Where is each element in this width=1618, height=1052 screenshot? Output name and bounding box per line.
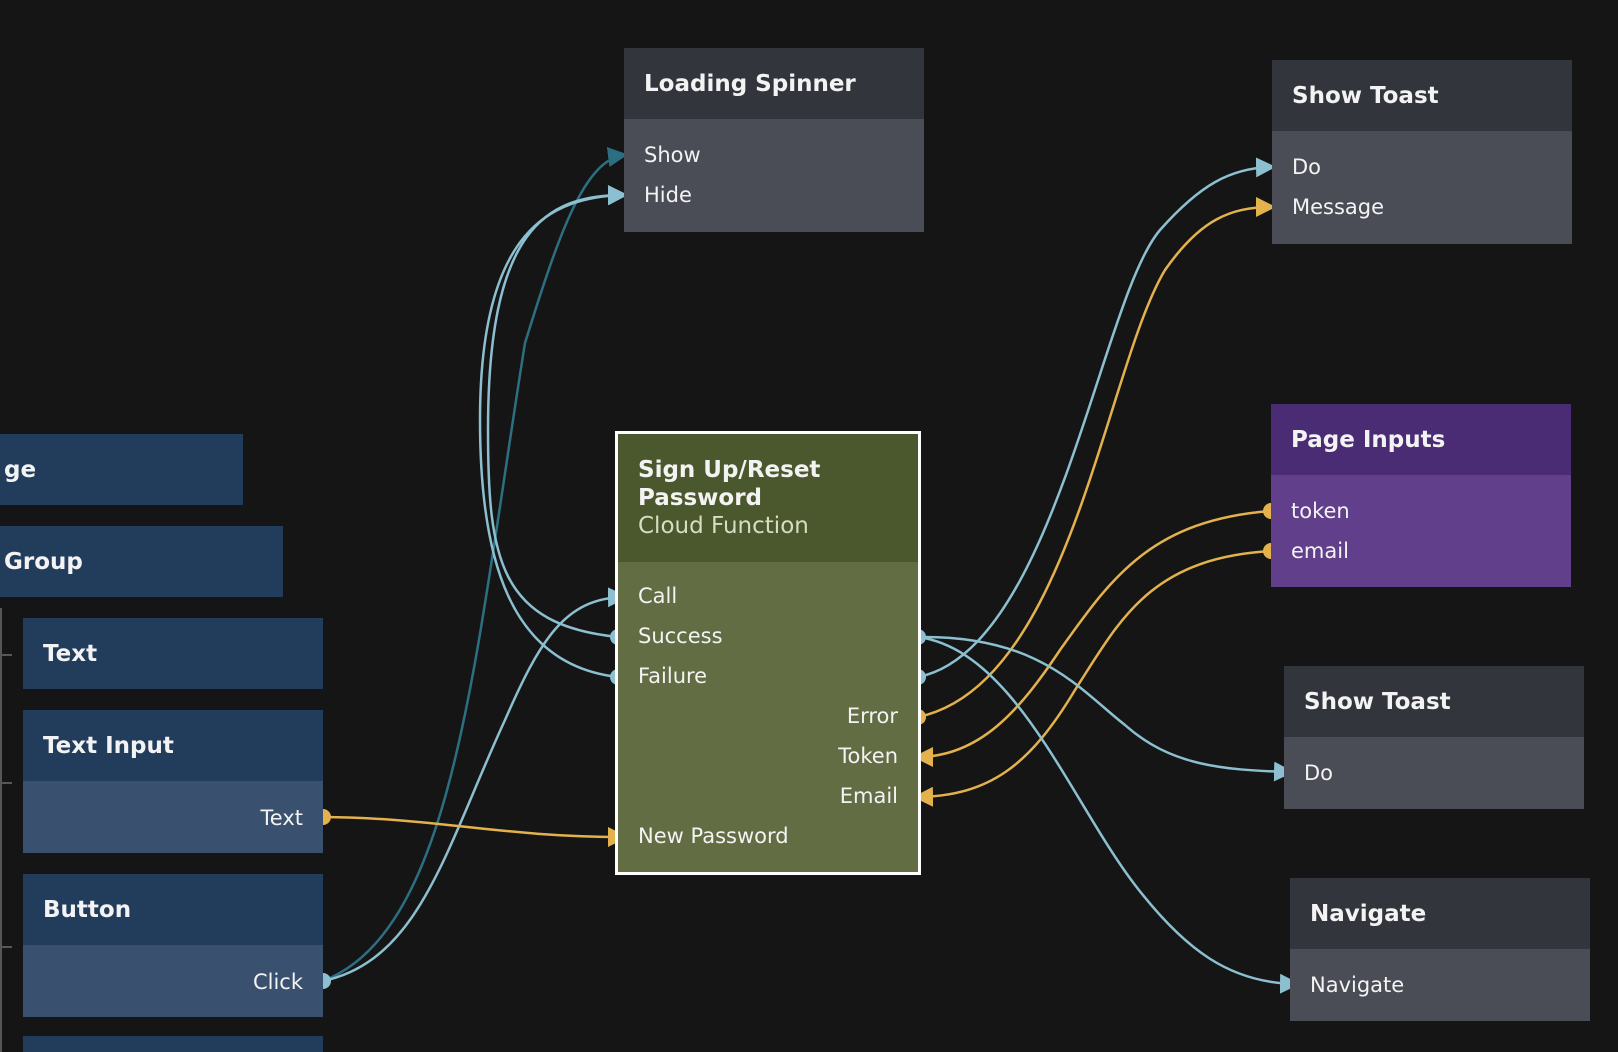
show-toast-top-node[interactable]: Show Toast Do Message bbox=[1272, 60, 1572, 244]
next-node-partial[interactable] bbox=[23, 1036, 323, 1052]
text-input-node-title: Text Input bbox=[43, 732, 174, 759]
page-inputs-output-email: email bbox=[1291, 539, 1349, 563]
sign-up-reset-password-node[interactable]: Sign Up/Reset Password Cloud Function Ca… bbox=[615, 431, 921, 875]
wire-error-to-message bbox=[917, 197, 1276, 719]
cloud-function-title-line-2: Password bbox=[638, 485, 762, 511]
wire-email-to-email bbox=[913, 549, 1272, 807]
button-node[interactable]: Button Click bbox=[23, 874, 323, 1017]
wire-success-to-hide bbox=[486, 185, 628, 639]
hierarchy-stub-text bbox=[0, 654, 12, 656]
cloud-output-failure: Failure bbox=[638, 664, 708, 688]
show-toast-bottom-header: Show Toast bbox=[1284, 666, 1584, 737]
cloud-function-subtitle: Cloud Function bbox=[638, 513, 809, 539]
wire-success-to-navigate bbox=[917, 635, 1300, 994]
show-toast-bottom-input-do: Do bbox=[1304, 761, 1334, 785]
page-inputs-node[interactable]: Page Inputs token email bbox=[1271, 404, 1571, 587]
text-input-node[interactable]: Text Input Text bbox=[23, 710, 323, 853]
button-node-header: Button bbox=[23, 874, 323, 945]
show-toast-top-body: Do Message bbox=[1272, 131, 1572, 244]
show-toast-bottom-node[interactable]: Show Toast Do bbox=[1284, 666, 1584, 809]
wire-success-to-bottom-toast bbox=[917, 635, 1294, 782]
loading-spinner-input-hide: Hide bbox=[644, 183, 692, 207]
wire-failure-to-hide bbox=[478, 185, 628, 679]
page-inputs-output-token: token bbox=[1291, 499, 1350, 523]
text-node[interactable]: Text bbox=[23, 618, 323, 689]
button-node-body: Click bbox=[23, 945, 323, 1017]
hierarchy-line bbox=[0, 608, 10, 1052]
cloud-function-title-line-1: Sign Up/Reset bbox=[638, 457, 821, 483]
navigate-node[interactable]: Navigate Navigate bbox=[1290, 878, 1590, 1021]
show-toast-bottom-body: Do bbox=[1284, 737, 1584, 809]
navigate-header: Navigate bbox=[1290, 878, 1590, 949]
group-node-label: Group bbox=[4, 548, 83, 575]
hierarchy-stub-button bbox=[0, 946, 12, 948]
group-node-partial[interactable]: Group bbox=[0, 526, 283, 597]
navigate-input-navigate: Navigate bbox=[1310, 973, 1405, 997]
cloud-function-body: Call Success Failure Error Token Email N… bbox=[618, 562, 918, 872]
text-node-title: Text bbox=[43, 640, 98, 667]
show-toast-bottom-title: Show Toast bbox=[1304, 688, 1451, 715]
page-node-header: ge bbox=[0, 434, 243, 505]
cloud-input-token: Token bbox=[838, 744, 898, 768]
button-node-title: Button bbox=[43, 896, 132, 923]
wire-click-to-show bbox=[322, 147, 628, 983]
loading-spinner-title: Loading Spinner bbox=[644, 70, 856, 97]
page-node-label: ge bbox=[4, 456, 37, 483]
navigate-body: Navigate bbox=[1290, 949, 1590, 1021]
wire-click-to-call bbox=[322, 587, 628, 983]
page-inputs-body: token email bbox=[1271, 475, 1571, 587]
text-input-node-header: Text Input bbox=[23, 710, 323, 781]
cloud-input-email: Email bbox=[839, 784, 898, 808]
show-toast-top-header: Show Toast bbox=[1272, 60, 1572, 131]
text-input-output-label: Text bbox=[260, 806, 303, 830]
cloud-function-header: Sign Up/Reset Password Cloud Function bbox=[618, 434, 918, 562]
wire-text-to-password bbox=[322, 815, 628, 847]
show-toast-top-title: Show Toast bbox=[1292, 82, 1439, 109]
loading-spinner-body: Show Hide bbox=[624, 119, 924, 232]
hierarchy-stub-text-input bbox=[0, 782, 12, 784]
cloud-output-success: Success bbox=[638, 624, 723, 648]
show-toast-top-input-message: Message bbox=[1292, 195, 1385, 219]
wire-token-to-token bbox=[913, 509, 1272, 767]
cloud-input-new-password: New Password bbox=[638, 824, 789, 848]
cloud-output-error: Error bbox=[846, 704, 898, 728]
show-toast-top-input-do: Do bbox=[1292, 155, 1322, 179]
text-node-header: Text bbox=[23, 618, 323, 689]
loading-spinner-header: Loading Spinner bbox=[624, 48, 924, 119]
loading-spinner-input-show: Show bbox=[644, 143, 701, 167]
group-node-header: Group bbox=[0, 526, 283, 597]
cloud-input-call: Call bbox=[638, 584, 678, 608]
navigate-title: Navigate bbox=[1310, 900, 1427, 927]
text-input-node-body: Text bbox=[23, 781, 323, 853]
page-node-partial[interactable]: ge bbox=[0, 434, 243, 505]
page-inputs-title: Page Inputs bbox=[1291, 426, 1446, 453]
page-inputs-header: Page Inputs bbox=[1271, 404, 1571, 475]
wire-failure-to-toast-do bbox=[917, 157, 1276, 679]
button-output-label: Click bbox=[252, 970, 303, 994]
loading-spinner-node[interactable]: Loading Spinner Show Hide bbox=[624, 48, 924, 232]
